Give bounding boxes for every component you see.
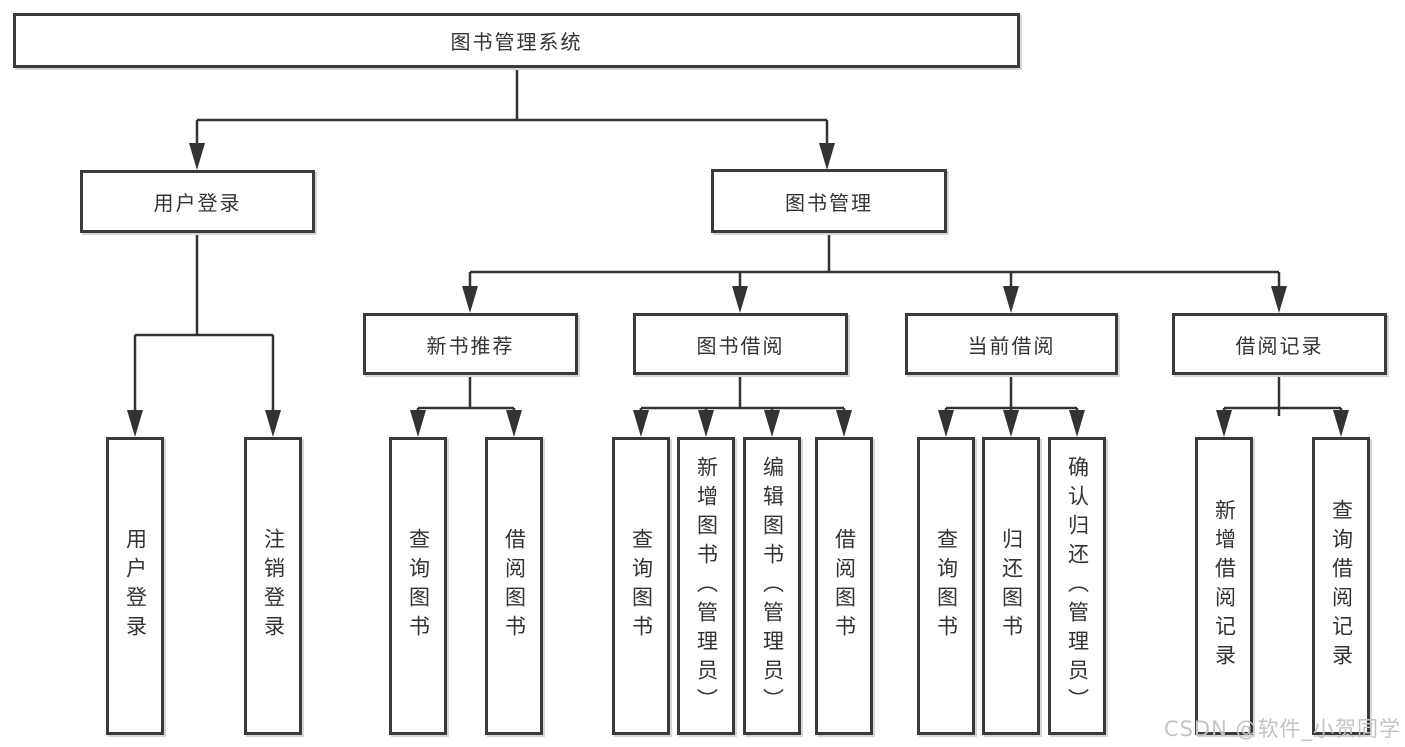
leaf-query-borrow-record: 查询借阅记录 — [1312, 437, 1370, 735]
leaf-query-books-recommend: 查询图书 — [389, 437, 447, 735]
node-borrow-records: 借阅记录 — [1172, 313, 1387, 375]
leaf-query-books-current: 查询图书 — [917, 437, 975, 735]
leaf-query-books-borrow: 查询图书 — [612, 437, 670, 735]
watermark: CSDN @软件_小贺同学 — [1163, 717, 1401, 741]
node-current-borrow: 当前借阅 — [905, 313, 1118, 375]
leaf-edit-books-admin: 编辑图书（管理员） — [743, 437, 801, 735]
leaf-borrow-books: 借阅图书 — [815, 437, 873, 735]
leaf-add-books-admin: 新增图书（管理员） — [677, 437, 735, 735]
node-user-login: 用户登录 — [80, 170, 315, 233]
leaf-return-books: 归还图书 — [982, 437, 1040, 735]
leaf-logout: 注销登录 — [244, 437, 302, 735]
leaf-confirm-return-admin: 确认归还（管理员） — [1048, 437, 1106, 735]
node-new-book-recommend: 新书推荐 — [363, 313, 578, 375]
leaf-borrow-books-recommend: 借阅图书 — [485, 437, 543, 735]
leaf-add-borrow-record: 新增借阅记录 — [1195, 437, 1253, 735]
node-book-borrow: 图书借阅 — [633, 313, 848, 375]
leaf-user-login: 用户登录 — [106, 437, 164, 735]
arrowheads — [127, 143, 1349, 437]
node-root: 图书管理系统 — [13, 13, 1020, 68]
node-book-management: 图书管理 — [711, 169, 947, 233]
